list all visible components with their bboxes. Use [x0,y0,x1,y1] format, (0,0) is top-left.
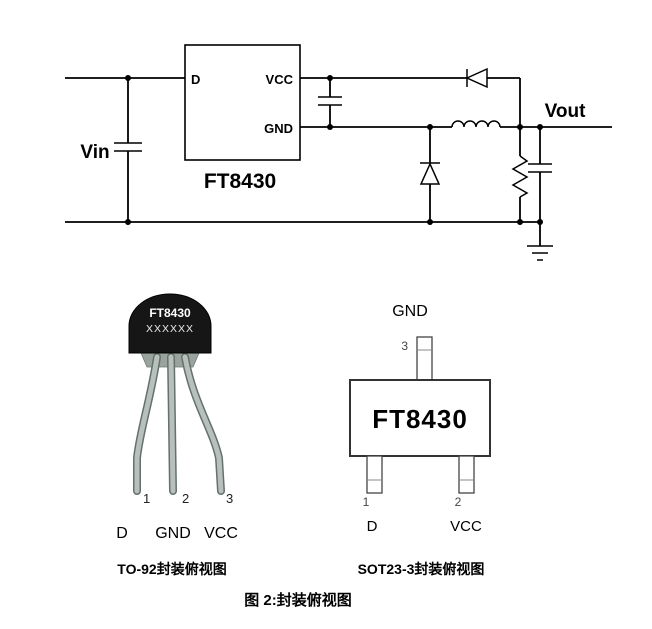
freewheel-diode-triangle [419,162,441,185]
sot23-pin1-number: 1 [363,495,370,509]
junction-dot [125,75,131,81]
junction-dot [427,124,433,130]
to92-caption: TO-92封装俯视图 [117,561,226,577]
sot23-pin1-label: D [367,518,378,535]
sot23-package-view: GND 3 FT8430 1 2 D VCC SOT23-3封装俯视图 [349,303,491,577]
sot23-pin3-number: 3 [401,339,408,353]
to92-pin2-number: 2 [182,491,189,506]
junction-dot [537,124,543,130]
ic-pin-d-label: D [191,72,200,87]
inductor [451,120,501,128]
junction-dot [327,124,333,130]
to92-pin1-number: 1 [143,491,150,506]
figure-caption: 图 2:封装俯视图 [244,591,352,609]
sot23-pin1 [366,455,383,494]
circuit-wires [65,77,612,246]
to92-marking-line2: XXXXXX [146,323,194,335]
junction-dots [125,75,543,225]
sot23-top-pin-label: GND [392,303,428,320]
to92-pin1-label: D [116,525,128,542]
sot23-pin2-label: VCC [450,518,482,535]
input-capacitor [114,142,142,152]
resistor [511,155,529,198]
vout-label: Vout [545,101,586,122]
ground-symbol [527,245,553,261]
junction-dot [125,219,131,225]
sot23-caption: SOT23-3封装俯视图 [358,561,485,577]
junction-dot [517,219,523,225]
to92-legs [133,353,225,495]
to92-marking-line1: FT8430 [149,306,191,320]
ic-body [184,44,301,161]
junction-dot [517,124,523,130]
to92-package-view: FT8430 XXXXXX 1 2 3 D GND VCC TO-92封装俯视图 [116,293,238,577]
to92-pin2-label: GND [155,525,191,542]
sot23-pin2-number: 2 [455,495,462,509]
to92-pin3-number: 3 [226,491,233,506]
vin-label: Vin [80,142,109,163]
sot23-pin3 [416,336,433,382]
to92-pin3-label: VCC [204,525,238,542]
output-capacitor [528,163,552,173]
ic-part-number: FT8430 [204,170,276,193]
junction-dot [427,219,433,225]
to92-leg-2-face [168,354,176,494]
to92-body [128,293,212,354]
freewheel-diode [419,162,441,185]
vcc-capacitor [318,96,342,106]
top-diode [465,67,488,89]
sot23-body [349,379,491,457]
application-circuit-schematic: D VCC GND FT8430 Vin Vout [65,44,612,261]
ic-pin-gnd-label: GND [264,121,293,136]
to92-leg-1-face [134,354,160,494]
sot23-marking: FT8430 [372,404,468,434]
sot23-pin2 [458,455,475,494]
to92-leg-3-face [182,354,224,494]
junction-dot [327,75,333,81]
ic-pin-vcc-label: VCC [266,72,294,87]
top-diode-triangle [465,67,488,89]
junction-dot [537,219,543,225]
